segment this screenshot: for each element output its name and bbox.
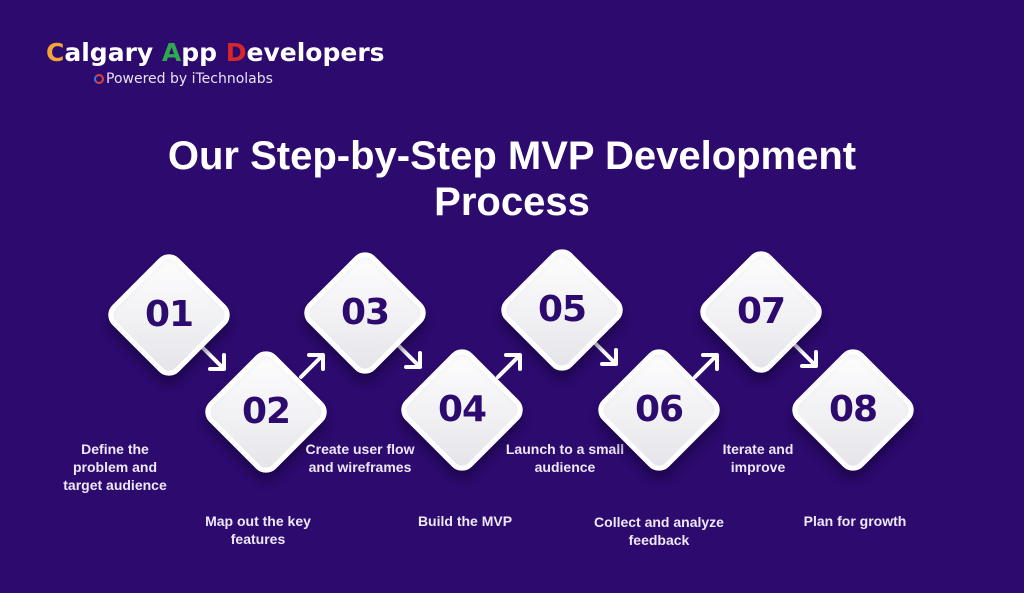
brand-letter-d: D	[225, 38, 247, 67]
brand-word-part: algary	[64, 38, 162, 67]
arrow-down-right-icon	[593, 341, 618, 366]
step-01-number: 01	[144, 294, 194, 335]
arrow-down-right-icon	[201, 346, 226, 371]
step-06-label: Collect and analyze feedback	[594, 514, 724, 548]
arrow-down-right-icon	[397, 344, 422, 369]
step-07-label: Iterate and improve	[722, 441, 794, 475]
page-title-line-1: Our Step-by-Step MVP Development	[167, 134, 857, 178]
step-06-number: 06	[634, 389, 684, 430]
step-03-number: 03	[340, 292, 390, 333]
step-03-label: Create user flow and wireframes	[305, 441, 415, 475]
arrow-up-right-icon	[299, 353, 325, 379]
step-05-number: 05	[537, 289, 587, 330]
page-title: Our Step-by-Step MVP Development Process	[0, 133, 1024, 225]
brand-subtitle: Powered by iTechnolabs	[94, 71, 273, 87]
brand-letter-a: A	[161, 38, 182, 67]
brand-subtitle-text: Powered by iTechnolabs	[106, 71, 273, 87]
step-02-label: Map out the key features	[205, 513, 311, 547]
itechnolabs-ring-icon	[94, 74, 104, 84]
step-04-label: Build the MVP	[417, 513, 513, 529]
arrow-up-right-icon	[693, 353, 719, 379]
step-04-number: 04	[437, 389, 487, 430]
brand-letter-c: C	[46, 38, 65, 67]
arrow-up-right-icon	[496, 353, 522, 379]
brand-title: Calgary App Developers	[46, 38, 385, 68]
step-07-number: 07	[736, 291, 786, 332]
step-01-label: Define the problem and target audience	[63, 441, 167, 493]
step-08-label: Plan for growth	[803, 513, 907, 529]
arrow-down-right-icon	[793, 343, 818, 368]
brand-word-part: evelopers	[246, 38, 385, 67]
step-05-label: Launch to a small audience	[505, 441, 625, 475]
page-title-line-2: Process	[434, 180, 590, 224]
step-02-number: 02	[241, 391, 291, 432]
brand-word-part: pp	[181, 38, 226, 67]
brand-logo: Calgary App Developers Powered by iTechn…	[46, 38, 385, 87]
step-08-number: 08	[828, 389, 878, 430]
